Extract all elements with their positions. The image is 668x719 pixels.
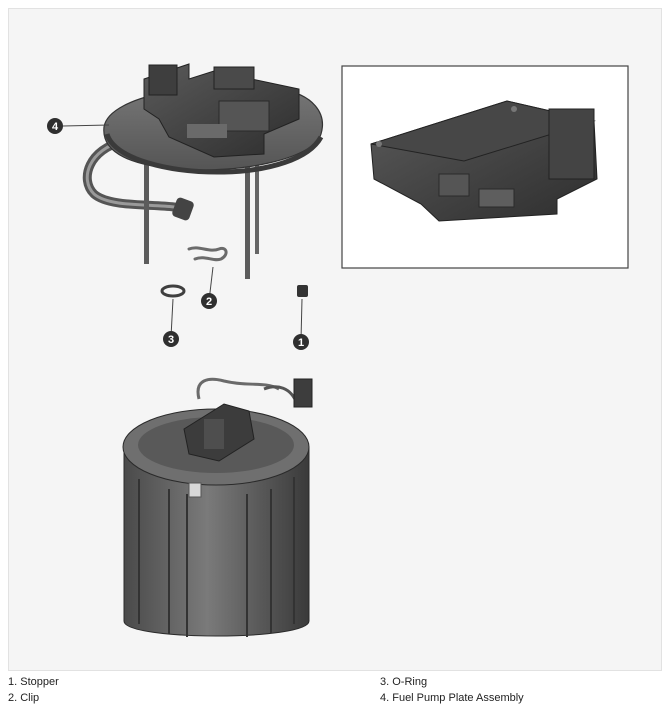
callout-1: 1 xyxy=(293,334,309,350)
legend-column-right: 3. O-Ring 4. Fuel Pump Plate Assembly xyxy=(380,674,524,706)
fuel-pump-exploded-view: 4 2 3 1 xyxy=(47,63,629,637)
exploded-diagram-panel: 4 2 3 1 xyxy=(8,8,662,671)
legend-column-left: 1. Stopper 2. Clip xyxy=(8,674,59,706)
fuel-pump-plate-assembly xyxy=(82,63,324,279)
legend-item-clip: 2. Clip xyxy=(8,692,40,704)
legend-item-fuel-pump-plate-assembly: 4. Fuel Pump Plate Assembly xyxy=(380,692,524,704)
svg-text:3: 3 xyxy=(168,334,174,346)
stopper xyxy=(297,285,308,297)
callout-3: 3 xyxy=(163,331,179,347)
legend-item-o-ring: 3. O-Ring xyxy=(380,676,428,688)
clip xyxy=(187,246,228,262)
inset-detail xyxy=(341,65,629,269)
o-ring xyxy=(160,284,186,298)
connector-module xyxy=(370,100,598,222)
svg-text:4: 4 xyxy=(52,121,59,133)
parts-legend: 1. Stopper 2. Clip 3. O-Ring 4. Fuel Pum… xyxy=(8,674,660,714)
svg-text:2: 2 xyxy=(206,296,212,308)
legend-item-stopper: 1. Stopper xyxy=(8,676,59,688)
svg-text:1: 1 xyxy=(298,337,304,349)
callout-4: 4 xyxy=(47,118,63,134)
fuel-pump-reservoir xyxy=(122,377,313,637)
callout-2: 2 xyxy=(201,293,217,309)
